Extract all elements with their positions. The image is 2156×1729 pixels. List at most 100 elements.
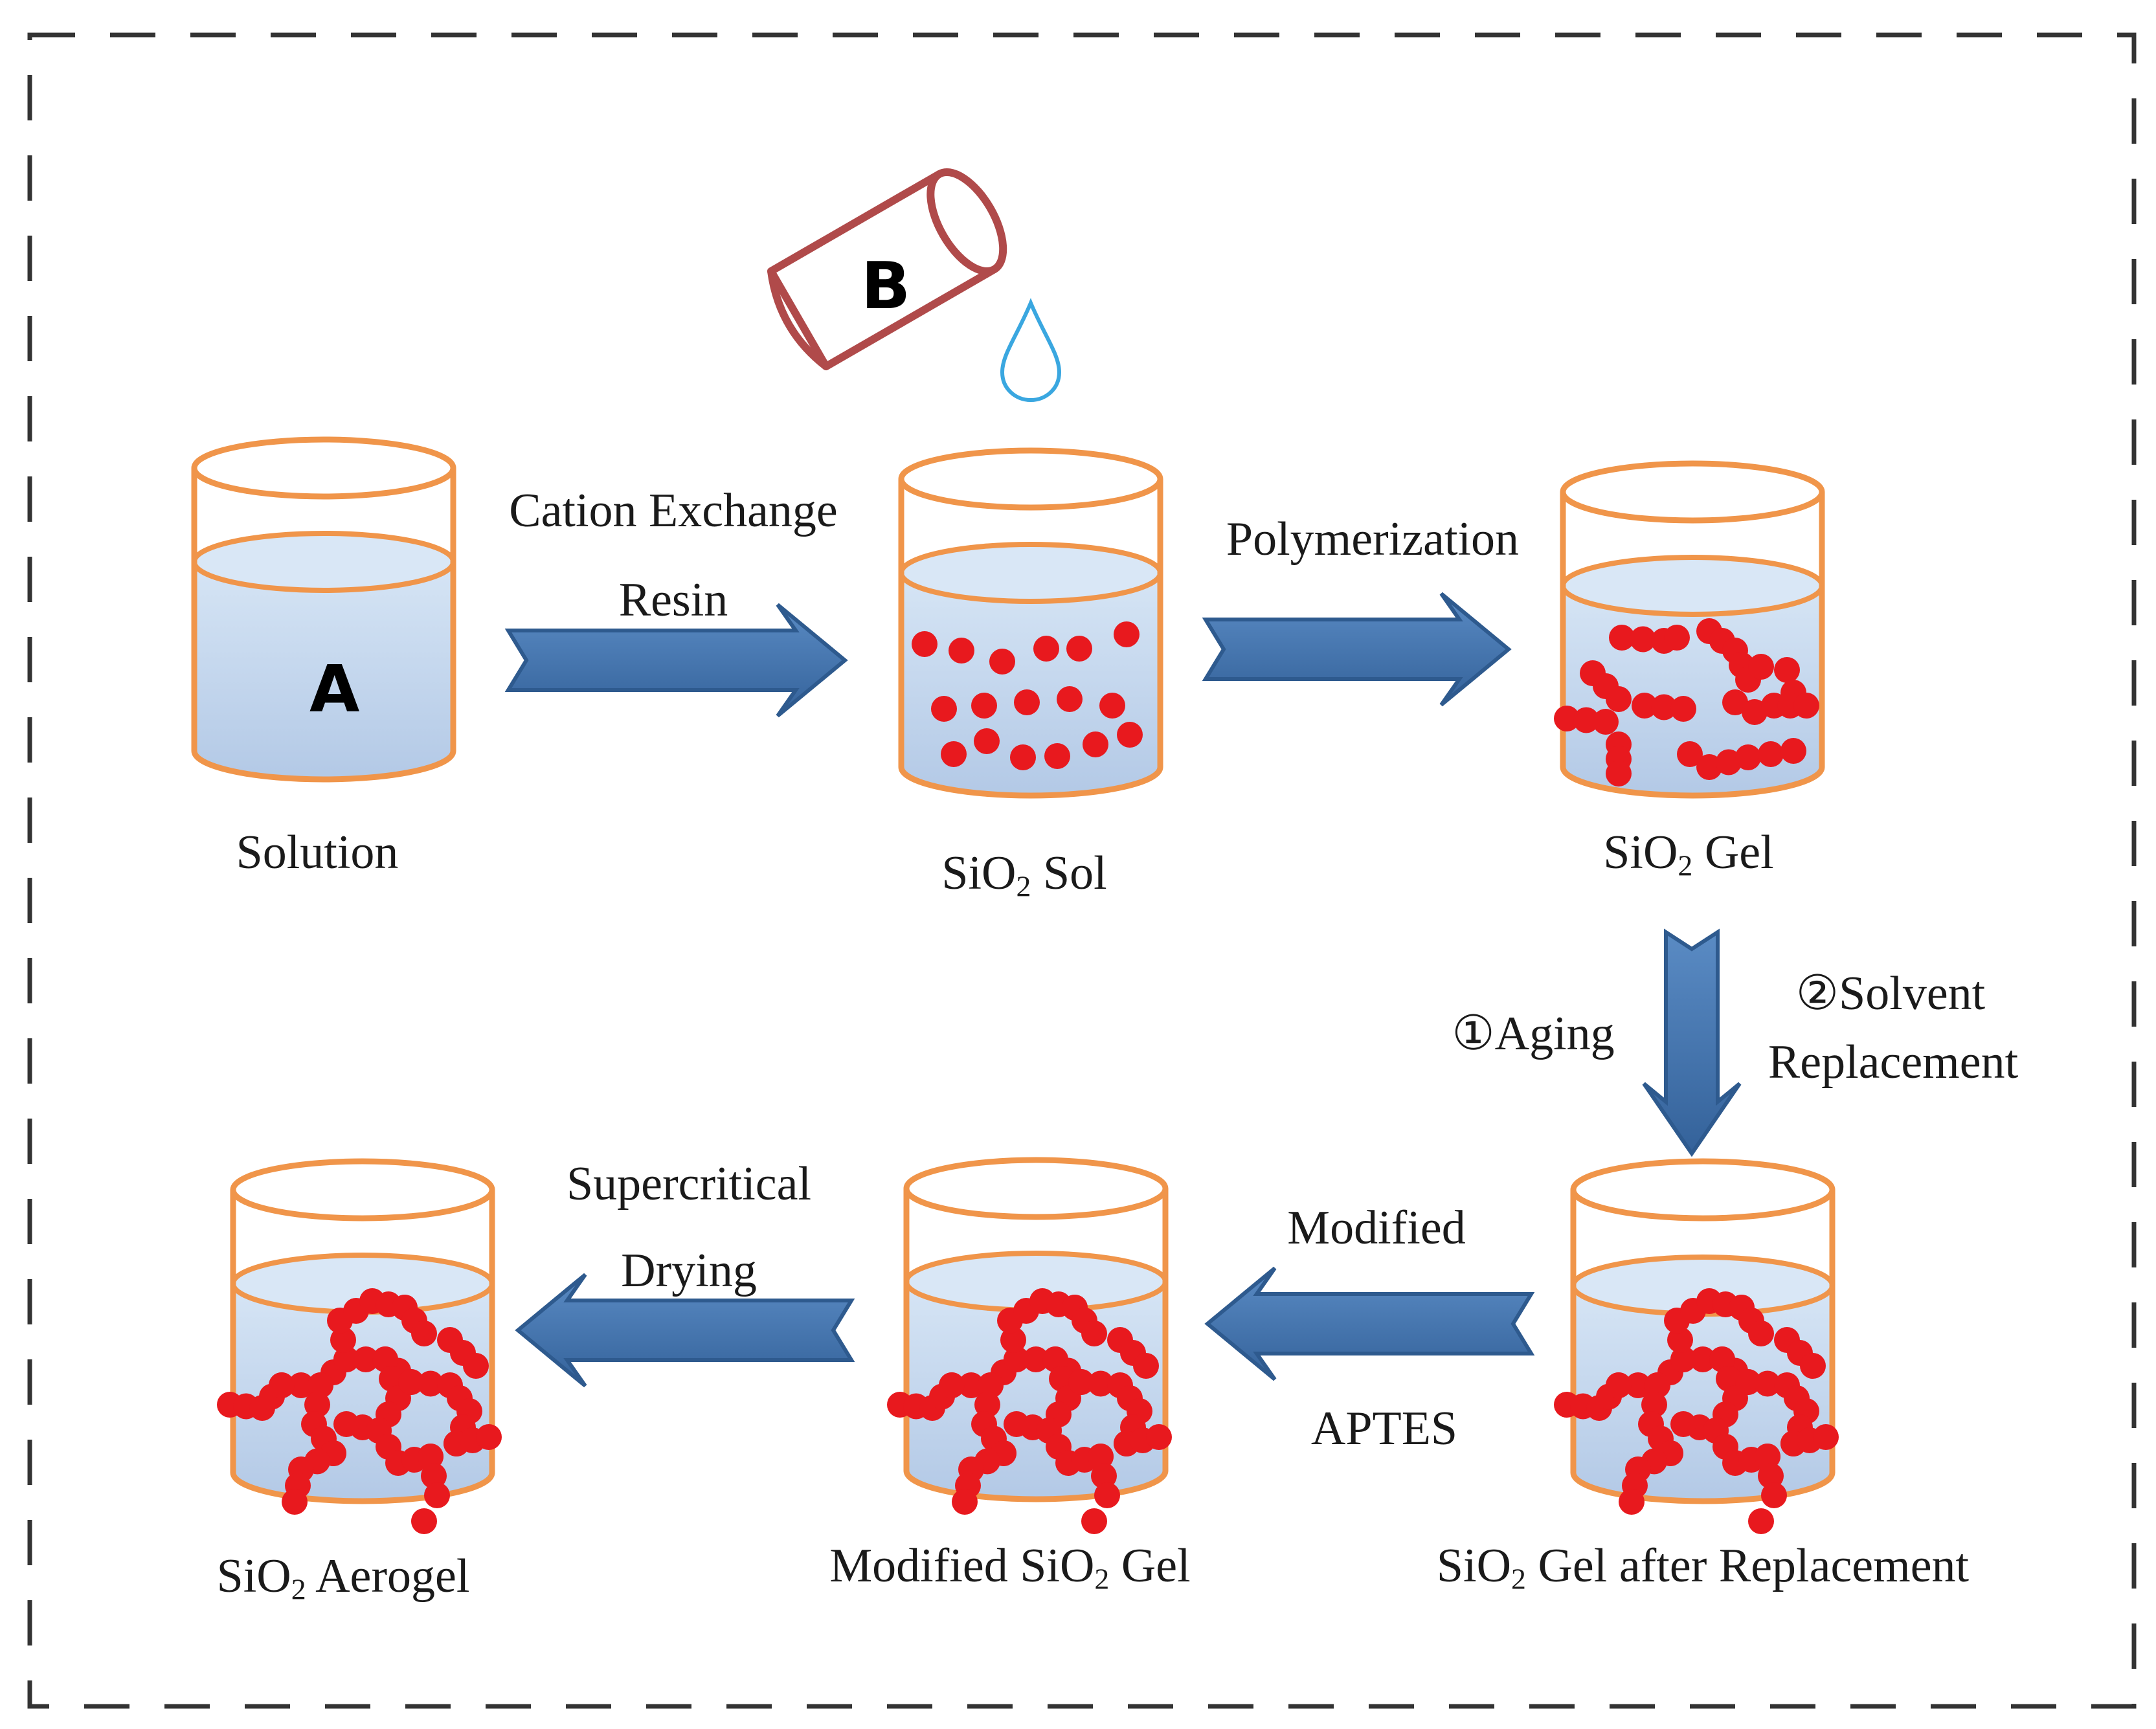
modified-particle — [1146, 1424, 1172, 1450]
modified-particle — [1081, 1508, 1107, 1534]
aerogel-particle — [424, 1482, 450, 1508]
gel-particle — [1735, 744, 1761, 770]
sio2-aerogel-label: SiO2 Aerogel — [216, 1550, 470, 1606]
modified-bottom — [903, 1470, 1169, 1502]
arrow-polymerization — [1202, 592, 1512, 707]
arrow-modified-aptes — [1204, 1266, 1535, 1381]
sio2-gel-after-replacement-label: SiO2 Gel after Replacement — [1436, 1539, 1970, 1596]
arrow-cation-exchange — [504, 603, 848, 718]
aerogel-particle — [411, 1321, 437, 1346]
pouring-cup-icon — [767, 168, 1007, 371]
replaced-particle — [1813, 1424, 1839, 1450]
modified-particle — [1004, 1411, 1029, 1437]
gel-bottom — [1560, 766, 1825, 799]
aerogel-particle — [330, 1327, 356, 1353]
aerogel-particle — [333, 1346, 359, 1372]
sol-rim — [898, 447, 1163, 511]
solution-liquid — [194, 562, 453, 779]
sol-particle — [989, 649, 1015, 675]
replaced-particle — [1670, 1411, 1696, 1437]
modified-particle — [1004, 1346, 1029, 1372]
modified-particle — [939, 1372, 965, 1398]
replaced-particle — [1761, 1482, 1787, 1508]
aerogel-particle — [421, 1463, 447, 1489]
replaced-particle — [1758, 1463, 1784, 1489]
sol-particle — [974, 728, 1000, 754]
modified-particle — [1081, 1321, 1107, 1346]
step-supercritical-line1: Supercritical — [566, 1157, 812, 1210]
step-cation-exchange-line1: Cation Exchange — [509, 484, 838, 537]
gel-particle — [1609, 625, 1635, 651]
sol-particle — [971, 693, 997, 719]
aerogel-particle — [411, 1508, 437, 1534]
replaced-particle — [1735, 1369, 1761, 1395]
gel-particle — [1793, 693, 1819, 719]
gel-particle — [1758, 741, 1784, 767]
sol-particle — [1114, 621, 1140, 647]
gel-particle — [1593, 709, 1619, 735]
modified-particle — [1094, 1482, 1120, 1508]
replaced-particle — [1606, 1372, 1632, 1398]
gel-particle — [1632, 693, 1657, 719]
aerogel-particle — [398, 1369, 424, 1395]
aerogel-particle — [463, 1353, 489, 1379]
sio2-gel-label: SiO2 Gel — [1603, 826, 1774, 882]
gel-particle — [1696, 754, 1722, 780]
sol-particle — [1010, 744, 1036, 770]
aerogel-particle — [282, 1489, 308, 1515]
gel-particle — [1670, 696, 1696, 722]
aerogel-particle — [288, 1372, 314, 1398]
modified-particle — [974, 1392, 1000, 1418]
sol-particle — [912, 631, 938, 657]
step-aging: ①Aging — [1452, 1007, 1615, 1060]
modified-rim — [903, 1157, 1169, 1220]
gel-particle — [1722, 689, 1748, 715]
replaced-particle — [1748, 1321, 1774, 1346]
aerogel-particle — [418, 1444, 444, 1469]
sol-particle — [1033, 636, 1059, 662]
replaced-particle — [1641, 1392, 1667, 1418]
sio2-sol-label: SiO2 Sol — [941, 847, 1107, 903]
cup-letter-b: B — [861, 248, 911, 324]
gel-particle — [1573, 707, 1599, 733]
sol-particle — [949, 638, 974, 664]
solution-liquid-surface — [192, 531, 456, 593]
step-modified-line1: Modified — [1287, 1201, 1466, 1255]
aerogel-bottom — [230, 1472, 495, 1504]
sol-particle — [1044, 743, 1070, 769]
sol-particle — [941, 741, 967, 767]
modified-particle — [958, 1372, 984, 1398]
gel-particle — [1606, 761, 1632, 786]
replaced-particle — [1755, 1444, 1780, 1469]
sol-particle — [1066, 636, 1092, 662]
gel-particle — [1664, 625, 1690, 651]
gel-particle — [1780, 738, 1806, 764]
replaced-rim — [1570, 1158, 1836, 1221]
gel-liquid-surface — [1560, 555, 1825, 617]
arrows-layer — [504, 592, 1742, 1388]
replaced-particle — [1645, 1372, 1670, 1398]
aerogel-particle — [269, 1372, 295, 1398]
gel-rim — [1560, 460, 1825, 524]
sol-bottom — [898, 766, 1163, 799]
modified-particle — [1000, 1327, 1026, 1353]
gel-particle — [1630, 626, 1656, 653]
gel-particle — [1677, 741, 1703, 767]
replaced-particle — [1755, 1370, 1780, 1397]
step-modified-line2: APTES — [1310, 1402, 1458, 1455]
aerogel-particle — [353, 1346, 379, 1372]
aerogel-rim — [230, 1158, 495, 1221]
gel-particle — [1606, 686, 1632, 712]
sol-particle — [1057, 686, 1083, 712]
sol-particle — [1099, 693, 1125, 719]
solution-rim — [191, 436, 456, 500]
liquid-drop-icon — [1000, 298, 1062, 403]
sol-particle — [931, 696, 957, 722]
replaced-particle — [1800, 1353, 1826, 1379]
aerogel-particle — [333, 1411, 359, 1437]
step-supercritical-line2: Drying — [621, 1244, 757, 1297]
modified-particle — [1088, 1370, 1114, 1397]
sol-particle — [1014, 689, 1040, 715]
modified-particle — [1088, 1444, 1114, 1469]
